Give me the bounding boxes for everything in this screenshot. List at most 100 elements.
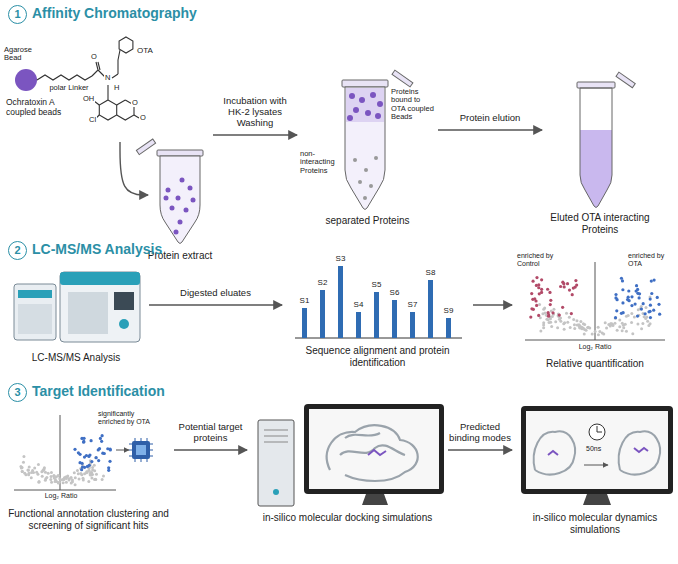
volcano-point [649, 298, 652, 301]
flow-arrow [448, 449, 512, 450]
volcano-point [566, 321, 569, 324]
volcano-point [635, 284, 638, 287]
volcano-point [540, 291, 543, 294]
volcano-point [643, 315, 646, 318]
volcano-point [78, 453, 81, 456]
tube-rim [577, 82, 615, 88]
volcano-point [530, 292, 533, 295]
volcano-point [612, 324, 615, 327]
step-number: 2 [8, 241, 27, 260]
volcano-point [79, 472, 82, 475]
computer [327, 425, 418, 481]
volcano-point [563, 328, 566, 331]
volcano-point [102, 475, 105, 478]
edge-label: Protein elution [440, 113, 540, 124]
volcano-point [650, 279, 653, 282]
atom-label: OH [82, 95, 95, 103]
tube-lid [616, 72, 635, 88]
volcano-point [579, 320, 582, 323]
volcano-point [576, 323, 579, 326]
spectrum-bar [446, 318, 451, 338]
spectrum-bar [320, 290, 325, 338]
volcano-point [570, 312, 573, 315]
volcano-point [97, 459, 100, 462]
volcano-point [614, 316, 617, 319]
unbound-proteins [363, 196, 367, 200]
caption-text: Eluted OTA interacting Proteins [545, 212, 655, 235]
volcano-point [636, 292, 639, 295]
volcano-point [546, 288, 549, 291]
annotation-label: polar Linker [44, 84, 94, 92]
volcano-point [586, 326, 589, 329]
volcano-point [542, 326, 545, 329]
volcano-point [38, 480, 41, 483]
volcano-point [539, 329, 542, 332]
volcano-point [36, 473, 39, 476]
volcano-point [27, 469, 30, 472]
annotation-label: S1 [296, 297, 314, 306]
bound-beads [349, 93, 355, 99]
step-box: Relative quantification [515, 250, 675, 375]
volcano-point [37, 481, 40, 484]
step-box: LC-MS/MS Analysis [6, 268, 146, 373]
volcano-point [594, 330, 597, 333]
atom-label: O [90, 53, 98, 61]
volcano-point [537, 283, 540, 286]
spectrum-bar [302, 308, 307, 338]
caption-text: non-interacting Proteins [300, 150, 344, 175]
dynamics-monitor [583, 494, 611, 505]
bound-beads [375, 113, 381, 119]
volcano-point [77, 472, 80, 475]
dynamics-monitor [521, 406, 673, 494]
volcano-point [569, 326, 572, 329]
volcano-point [74, 476, 77, 479]
volcano-point [620, 312, 623, 315]
volcano-point [650, 292, 653, 295]
step-box: in-silico molecular docking simulations [250, 400, 445, 555]
dynamics-monitor [548, 451, 558, 455]
chip-icon [132, 441, 150, 459]
step-box: Functional annotation clustering and scr… [6, 410, 171, 558]
tube-rim [157, 150, 203, 156]
protein-dots [164, 178, 196, 235]
dynamics-monitor [589, 424, 605, 440]
volcano-point [107, 469, 110, 472]
caption-text: separated Proteins [300, 215, 435, 227]
volcano-point [529, 316, 532, 319]
volcano-point [614, 296, 617, 299]
unbound-proteins [364, 168, 368, 172]
volcano-point [574, 279, 577, 282]
spectrum-bar [374, 292, 379, 338]
tube-body [160, 156, 200, 244]
step-box: Sequence alignment and protein identific… [285, 250, 470, 375]
caption-text: Proteins bound to OTA coupled Beads [391, 88, 435, 121]
volcano-point [66, 474, 69, 477]
volcano-point [656, 296, 659, 299]
tube-lid [392, 70, 413, 87]
lc-ms-instrument [68, 292, 108, 334]
chip-icon [129, 438, 153, 462]
annotation-label: enriched by Control [517, 252, 565, 267]
screening-arrow [116, 450, 129, 451]
volcano-point [24, 473, 27, 476]
spectrum-bar [428, 280, 433, 338]
volcano-point [556, 326, 559, 329]
volcano-point [45, 476, 48, 479]
volcano-point [573, 323, 576, 326]
computer [368, 450, 386, 455]
bound-beads [347, 115, 353, 121]
volcano-points [529, 276, 661, 336]
dynamics-monitor [634, 448, 648, 452]
volcano-point [548, 321, 551, 324]
spectrum-bar [356, 312, 361, 338]
polar-linker [37, 75, 92, 80]
volcano-point [22, 455, 25, 458]
volcano-point [549, 317, 552, 320]
volcano-point [552, 308, 555, 311]
unbound-proteins [358, 180, 362, 184]
volcano-point [648, 310, 651, 313]
volcano-point [649, 316, 652, 319]
chip-icon [129, 438, 153, 462]
volcano-axes [14, 415, 116, 490]
volcano-point [58, 481, 61, 484]
